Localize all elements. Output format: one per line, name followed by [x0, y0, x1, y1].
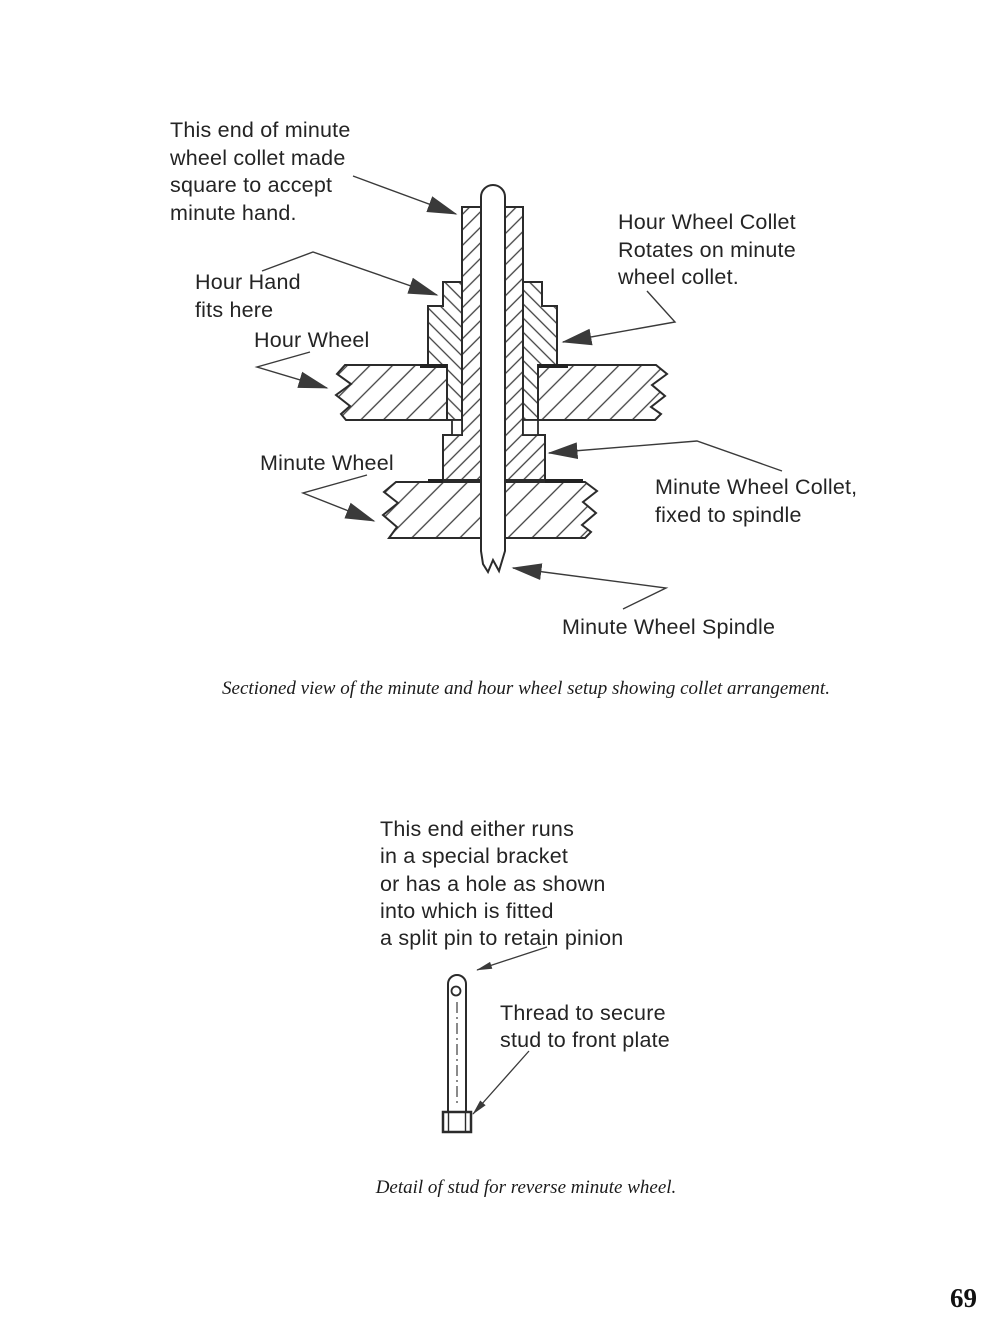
label-stud-pin-end: This end either runs in a special bracke… [380, 817, 624, 951]
label-hour-wheel-collet: Hour Wheel Collet Rotates on minute whee… [618, 210, 796, 289]
minute-wheel-left-section [381, 481, 482, 539]
label-stud-thread: Thread to secure stud to front plate [500, 1001, 670, 1052]
leader-hour-wheel [254, 351, 329, 389]
leader-minute-wheel-collet [547, 440, 783, 472]
leader-minute-wheel-spindle [511, 563, 669, 610]
minute-wheel-spindle-shape [480, 184, 506, 575]
leader-square-end [352, 175, 458, 215]
leader-split-pin [476, 946, 548, 971]
label-minute-wheel-spindle: Minute Wheel Spindle [562, 615, 776, 639]
hour-wheel-right-arm [537, 364, 669, 421]
hour-wheel-left-arm [334, 364, 448, 421]
leader-hour-wheel-collet [561, 290, 677, 346]
figure1-caption: Sectioned view of the minute and hour wh… [222, 678, 830, 699]
split-pin-hole [450, 985, 462, 997]
figure2-caption: Detail of stud for reverse minute wheel. [375, 1177, 677, 1198]
leader-minute-wheel [300, 474, 376, 522]
label-minute-wheel: Minute Wheel [260, 451, 394, 475]
leader-thread [472, 1050, 530, 1115]
hour-collet-lower-lip-right [522, 419, 539, 436]
leader-hour-hand [261, 251, 439, 296]
hour-collet-lower-lip-left [451, 419, 463, 436]
label-hour-wheel: Hour Wheel [254, 328, 370, 352]
label-minute-collet-square-end: This end of minute wheel collet made squ… [170, 118, 351, 225]
label-hour-hand: Hour Hand fits here [195, 270, 301, 322]
stud-thread-base [441, 1110, 473, 1134]
stud-body [447, 974, 467, 1113]
page-number: 69 [950, 1283, 977, 1313]
minute-wheel-right-section [504, 481, 599, 539]
label-minute-wheel-collet: Minute Wheel Collet, fixed to spindle [655, 475, 858, 527]
